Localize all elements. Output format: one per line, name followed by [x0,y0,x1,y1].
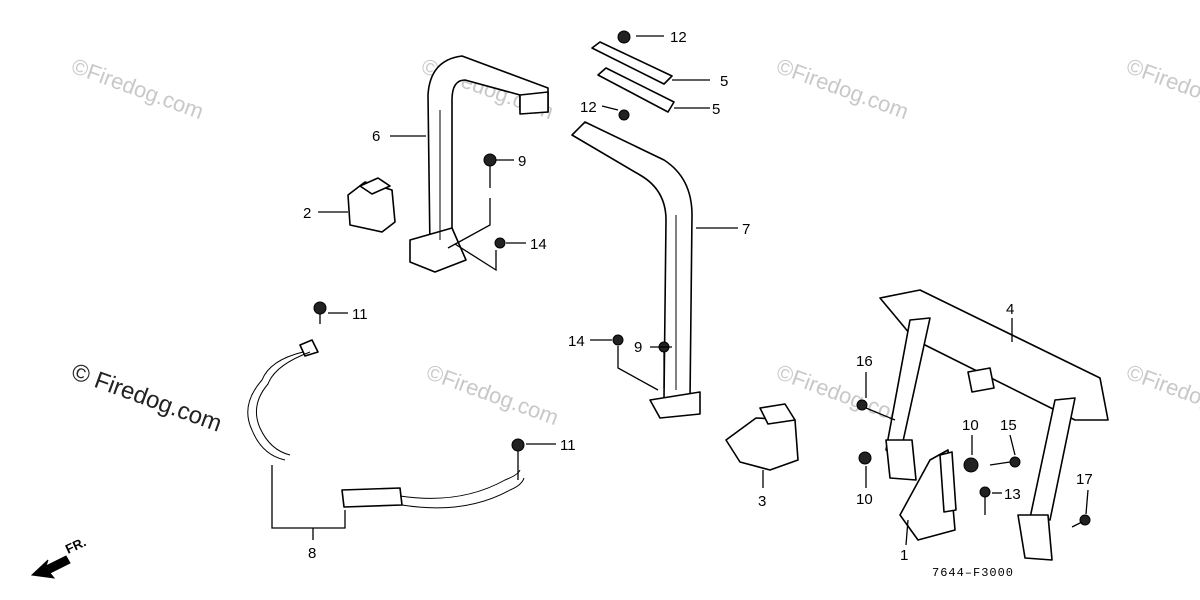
callout-9[interactable]: 9 [634,339,642,356]
clamp-plates [591,30,675,121]
callout-10[interactable]: 10 [856,491,873,508]
callout-2[interactable]: 2 [303,205,311,222]
rubber-mount-left [347,177,396,233]
frame-assembly [879,289,1109,561]
callout-5[interactable]: 5 [712,101,720,118]
watermark-text: ©Firedog.com [773,53,912,124]
watermark-text: ©Firedog.com [68,53,207,124]
callout-8[interactable]: 8 [308,545,316,562]
roll-bar-front [409,55,549,273]
callout-5[interactable]: 5 [720,73,728,90]
callout-9[interactable]: 9 [518,153,526,170]
front-indicator: FR. [30,534,88,579]
watermark-main-text: © Firedog.com [68,358,225,437]
callout-15[interactable]: 15 [1000,417,1017,434]
callout-13[interactable]: 13 [1004,486,1021,503]
fasteners [313,153,1091,528]
diagram-code: 7644–F3000 [932,566,1014,580]
front-arrow-icon [30,555,71,579]
watermark-text: ©Firedog.com [1123,53,1200,124]
bracket [899,449,957,541]
leader-lines [271,35,1089,546]
watermark-text: ©Firedog.com [423,359,562,430]
callout-16[interactable]: 16 [856,353,873,370]
callout-12[interactable]: 12 [670,29,687,46]
callout-17[interactable]: 17 [1076,471,1093,488]
callout-7[interactable]: 7 [742,221,750,238]
front-label: FR. [63,534,88,556]
callouts: 12 5 5 12 6 9 2 14 7 11 4 14 9 16 10 15 … [303,29,1093,564]
callout-14[interactable]: 14 [568,333,585,350]
rubber-mount-right [725,403,799,471]
roll-bar-rear [571,121,701,419]
callout-11[interactable]: 11 [560,437,576,454]
callout-1[interactable]: 1 [900,547,908,564]
callout-12[interactable]: 12 [580,99,597,116]
callout-4[interactable]: 4 [1006,301,1014,318]
callout-6[interactable]: 6 [372,128,380,145]
callout-10[interactable]: 10 [962,417,979,434]
callout-11[interactable]: 11 [352,306,368,323]
seat-belt [247,339,525,509]
watermark-text: ©Firedog.com [1123,359,1200,430]
callout-3[interactable]: 3 [758,493,766,510]
callout-14[interactable]: 14 [530,236,547,253]
